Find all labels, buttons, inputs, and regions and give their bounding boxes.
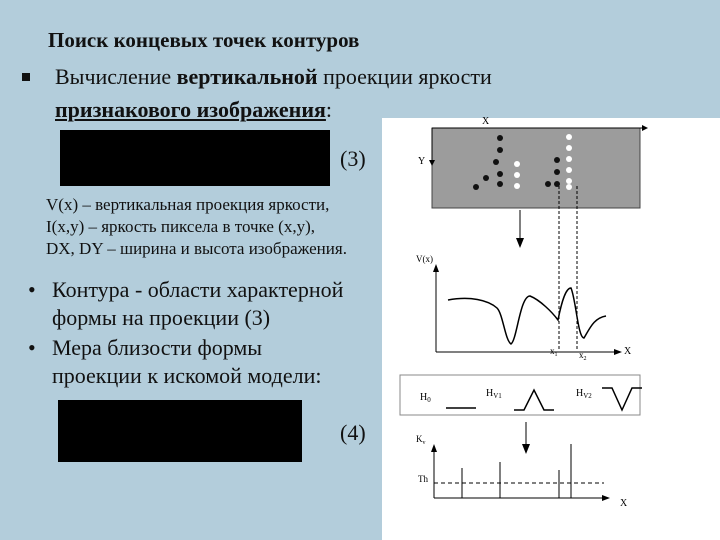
arrow-right-icon — [642, 125, 648, 131]
definition-i: I(x,y) – яркость пиксела в точке (x,y), — [46, 217, 316, 236]
arrow-down-icon — [522, 444, 530, 454]
definition-v: V(x) – вертикальная проекция яркости, — [46, 195, 330, 214]
feature-image-rect — [431, 127, 641, 209]
equation-number-4: (4) — [340, 420, 366, 445]
kv-label: Kv — [416, 434, 426, 446]
square-bullet-icon — [22, 73, 30, 81]
x-axis-label: X — [624, 346, 632, 357]
white-points — [514, 134, 572, 190]
formula-4-image — [58, 400, 302, 462]
kv-spikes — [461, 444, 572, 498]
feature-image — [431, 127, 641, 209]
black-points — [473, 135, 560, 190]
point1-line1: Вычисление вертикальной проекции яркости — [55, 64, 492, 90]
arrow-down-icon — [429, 160, 435, 166]
hv1-peak-model — [514, 388, 554, 411]
hv1-label: HV1 — [486, 388, 502, 400]
bullet-item: • Мера близости формы проекции к искомой… — [28, 334, 322, 390]
point1-underlined-text: признакового изображения — [55, 97, 326, 122]
definitions-block: V(x) – вертикальная проекция яркости, I(… — [46, 194, 347, 260]
th-label: Th — [418, 474, 428, 484]
arrow-right-icon — [602, 495, 610, 501]
bullet-dot-icon: • — [28, 277, 36, 302]
equation-number-3: (3) — [340, 146, 366, 171]
bullet-line: Мера близости формы — [52, 335, 263, 360]
bottom-x-label: X — [620, 498, 628, 509]
x2-label: x2 — [579, 350, 587, 362]
bullet-line: проекции к искомой модели: — [52, 363, 322, 388]
point1-text-bold: вертикальной — [176, 64, 318, 89]
definition-dx-dy: DX, DY – ширина и высота изображения. — [46, 239, 347, 258]
bullet-item: • Контура - области характерной формы на… — [28, 276, 344, 332]
point1-line2: признакового изображения: — [55, 97, 332, 123]
formula-3-image — [60, 130, 330, 186]
bullet-line: формы на проекции (3) — [52, 305, 271, 330]
point1-colon: : — [325, 97, 333, 122]
h0-label: H0 — [420, 392, 431, 404]
arrow-right-icon — [614, 349, 622, 355]
slide-title: Поиск концевых точек контуров — [48, 28, 360, 52]
x-label: X — [482, 116, 490, 127]
y-label: Y — [418, 156, 425, 167]
v-label: V(x) — [416, 254, 433, 264]
projection-curve — [447, 287, 607, 345]
bullet-line: Контура - области характерной — [52, 277, 344, 302]
bullet-dot-icon: • — [28, 335, 36, 360]
hv2-label: HV2 — [576, 388, 592, 400]
hv2-valley-model — [602, 387, 642, 412]
x1-label: x1 — [550, 346, 558, 358]
arrow-up-icon — [431, 444, 437, 452]
point1-text-pre: Вычисление — [55, 64, 177, 89]
model-shapes-box — [399, 374, 641, 416]
arrow-down-icon — [516, 238, 524, 248]
arrow-up-icon — [433, 264, 439, 272]
point1-text-post: проекции яркости — [317, 64, 492, 89]
